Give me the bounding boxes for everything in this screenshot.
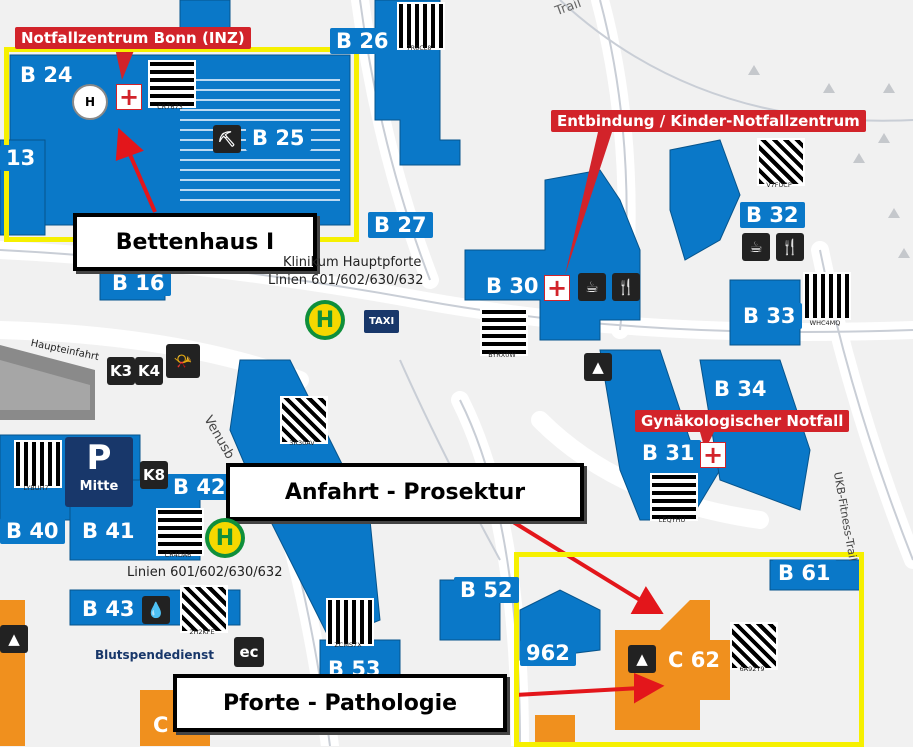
parking-mitte-sign: P Mitte [65, 437, 133, 507]
red-cross-icon: + [116, 84, 142, 110]
qr-code [148, 60, 196, 108]
building-b41[interactable]: B 41 [76, 518, 141, 544]
building-b43[interactable]: B 43 [76, 596, 141, 622]
red-cross-icon: + [544, 275, 570, 301]
tag-entbindung[interactable]: Entbindung / Kinder-Notfallzentrum [551, 110, 866, 132]
qr-caption: 7R8CL8 [406, 44, 432, 52]
building-b32[interactable]: B 32 [740, 202, 805, 228]
helipad-icon: H [72, 84, 108, 120]
qr-caption: 6A92Y9 [739, 665, 765, 673]
restaurant-icon: 🍴 [612, 273, 640, 301]
building-962[interactable]: 962 [520, 640, 576, 666]
bus-stop-icon: H [205, 518, 245, 558]
bus-stop-h: H [209, 522, 241, 554]
building-b34[interactable]: B 34 [708, 376, 773, 402]
post-horn-icon: 📯 [166, 344, 200, 378]
building-b25[interactable]: B 25 [246, 125, 311, 151]
qr-code [757, 138, 805, 186]
building-b31[interactable]: B 31 [636, 440, 701, 466]
qr-code [180, 585, 228, 633]
sign-k3: K3 [107, 357, 135, 385]
qr-caption: V7FUCP [766, 181, 792, 189]
blood-drop-icon: 💧 [142, 596, 170, 624]
qr-code [397, 2, 445, 50]
auditorium-icon: ▲ [0, 625, 28, 653]
building-b61[interactable]: B 61 [772, 560, 837, 586]
taxi-sign: TAXI [364, 310, 400, 333]
qr-code [156, 508, 204, 556]
label-hauptpforte: Klinikum Hauptpforte [283, 255, 422, 270]
qr-caption: ZCMS7X [334, 641, 362, 649]
qr-code [14, 440, 62, 488]
red-cross-icon: + [700, 442, 726, 468]
callout-anfahrt-prosektur: Anfahrt - Prosektur [226, 463, 584, 521]
building-b30[interactable]: B 30 [480, 273, 545, 299]
qr-code [326, 598, 374, 646]
bus-stop-icon: H [305, 300, 345, 340]
building-b26[interactable]: B 26 [330, 28, 395, 54]
callout-bettenhaus: Bettenhaus I [73, 213, 317, 271]
qr-caption: CR7673 [157, 103, 183, 111]
sign-k4: K4 [135, 357, 163, 385]
qr-code [650, 473, 698, 521]
qr-caption: LYBUH7 [23, 484, 49, 492]
sign-k8: K8 [140, 461, 168, 489]
qr-caption: CR4DA6 [164, 551, 192, 559]
highlight-pathologie [514, 552, 864, 747]
qr-caption: LEQYHU [658, 516, 686, 524]
qr-code [730, 622, 778, 670]
building-b52[interactable]: B 52 [454, 577, 519, 603]
qr-caption: BYRX0W [488, 351, 516, 359]
qr-code [280, 396, 328, 444]
qr-code [803, 272, 851, 320]
building-b13[interactable]: 13 [0, 145, 42, 171]
auditorium-icon: ▲ [628, 645, 656, 673]
label-linien-south: Linien 601/602/630/632 [127, 565, 283, 580]
construction-excavator-icon: ⛏ [213, 125, 241, 153]
bus-stop-h: H [309, 304, 341, 336]
qr-caption: 3R30AV [289, 439, 315, 447]
qr-caption: 2H2KFE [189, 628, 215, 636]
tag-notfallzentrum[interactable]: Notfallzentrum Bonn (INZ) [15, 27, 251, 49]
label-blutspendedienst: Blutspendedienst [95, 648, 214, 662]
auditorium-icon: ▲ [584, 353, 612, 381]
building-b27[interactable]: B 27 [368, 212, 433, 238]
building-b16[interactable]: B 16 [106, 270, 171, 296]
cafe-icon: ☕ [742, 233, 770, 261]
sign-ec: ec [234, 637, 264, 667]
restaurant-icon: 🍴 [776, 233, 804, 261]
label-linien-hauptpforte: Linien 601/602/630/632 [268, 273, 424, 288]
parking-mitte-label: Mitte [79, 479, 119, 494]
callout-pforte-pathologie: Pforte - Pathologie [173, 674, 507, 732]
building-b40[interactable]: B 40 [0, 518, 65, 544]
parking-p-label: P [86, 438, 112, 478]
qr-code [480, 308, 528, 356]
building-b42[interactable]: B 42 [167, 474, 232, 500]
qr-caption: WHC4MQ [809, 319, 841, 327]
tag-gyn-notfall[interactable]: Gynäkologischer Notfall [635, 410, 850, 432]
tree-markers [748, 65, 910, 258]
building-c62[interactable]: C 62 [662, 647, 726, 673]
building-b24[interactable]: B 24 [14, 62, 79, 88]
building-b33[interactable]: B 33 [737, 303, 802, 329]
red-arrows [115, 127, 665, 704]
cafe-icon: ☕ [578, 273, 606, 301]
